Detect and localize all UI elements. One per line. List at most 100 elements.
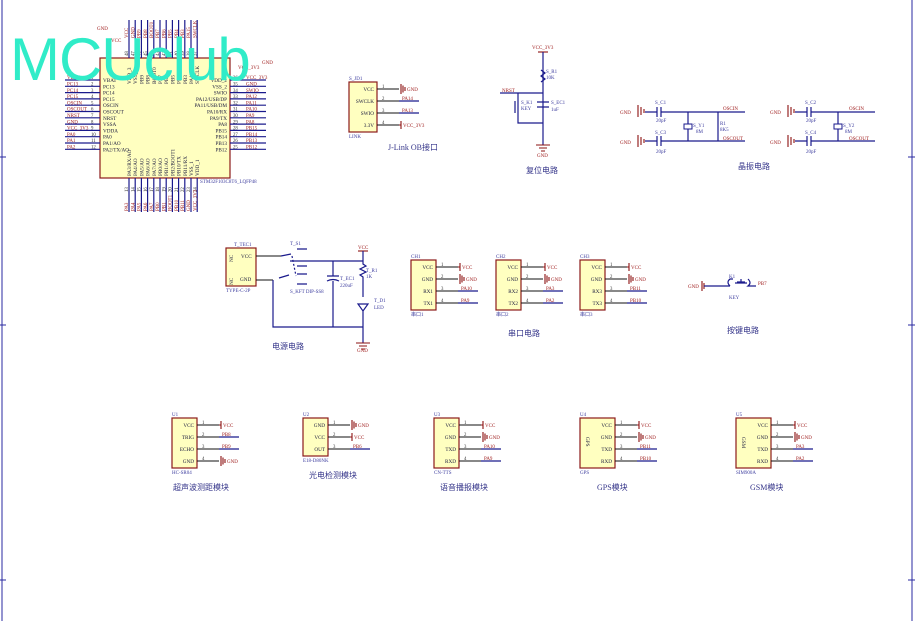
net-label: PA5 bbox=[138, 202, 143, 211]
net-label: PA6 bbox=[144, 202, 149, 211]
module-caption: GSM模块 bbox=[750, 482, 783, 492]
xtal-y1: S_Y1 bbox=[693, 124, 705, 129]
pin-name: PA5/AO bbox=[139, 158, 145, 176]
power-flag-icon bbox=[458, 263, 461, 271]
pin-name: GND bbox=[183, 459, 194, 465]
net-label: PA7 bbox=[150, 202, 155, 211]
pin-number: 19 bbox=[162, 187, 167, 192]
pin-number: 4 bbox=[776, 457, 779, 462]
pin-number: 26 bbox=[233, 139, 238, 144]
pin-number: 37 bbox=[193, 51, 198, 56]
power-flag-icon bbox=[399, 121, 402, 129]
xtal-c1: S_C1 bbox=[655, 101, 667, 106]
ground-icon bbox=[794, 432, 800, 442]
pin-number: 4 bbox=[202, 457, 205, 462]
xtal-gnd-1: GND bbox=[620, 111, 631, 116]
reset-caption: 复位电路 bbox=[526, 165, 558, 175]
pin-name: PB12 bbox=[215, 147, 227, 153]
net-label: PA15 bbox=[187, 27, 192, 38]
net-label: PB3 bbox=[181, 29, 186, 38]
pin-number: 2 bbox=[526, 275, 529, 280]
net-label: PB11 bbox=[181, 200, 186, 211]
net-label: VCC bbox=[641, 424, 652, 429]
net-label: PA11 bbox=[246, 101, 257, 106]
net-label: PB7 bbox=[156, 29, 161, 38]
pin-name: PC13 bbox=[103, 84, 115, 90]
ground-icon bbox=[482, 432, 488, 442]
pin-number: 3 bbox=[333, 445, 336, 450]
net-label: PA10 bbox=[461, 287, 472, 292]
net-label: PA13 bbox=[402, 109, 413, 114]
module-ref: U4 bbox=[580, 413, 587, 418]
pin-name: TXD bbox=[445, 447, 456, 453]
pin-name: PB1/AO bbox=[164, 158, 170, 176]
pin-name: TRIG bbox=[182, 435, 194, 441]
power-nc-1: NC bbox=[229, 254, 235, 262]
module-footprint: GPS bbox=[580, 471, 589, 476]
net-label: PB14 bbox=[246, 133, 258, 138]
module-footprint: LINK bbox=[349, 135, 361, 140]
power-led-ref: T_D1 bbox=[374, 299, 386, 304]
pin-name: PB4 bbox=[177, 75, 183, 84]
power-flag-icon bbox=[219, 421, 222, 429]
net-label: PB10 bbox=[630, 299, 642, 304]
net-label: PB15 bbox=[246, 127, 258, 132]
net-label: GND bbox=[358, 424, 369, 429]
net-label: PA3 bbox=[796, 445, 805, 450]
pin-number: 12 bbox=[91, 146, 96, 151]
net-label: BOOT0 bbox=[150, 21, 155, 38]
power-c-val: 220uF bbox=[340, 284, 353, 289]
pin-name: PB0/AO bbox=[158, 158, 164, 176]
net-label: VCC bbox=[485, 424, 496, 429]
pin-number: 1 bbox=[202, 421, 205, 426]
pin-number: 1 bbox=[464, 421, 467, 426]
pin-number: 2 bbox=[776, 433, 779, 438]
net-label: VCC bbox=[223, 424, 234, 429]
pin-name: OSCIN bbox=[103, 103, 119, 109]
module-inner-label: GPS bbox=[584, 437, 590, 447]
net-label: PB4 bbox=[175, 29, 180, 38]
pin-name: TX3 bbox=[592, 301, 602, 307]
module-body bbox=[579, 417, 616, 469]
module-caption: J-Link OB接口 bbox=[388, 142, 438, 152]
reset-k-val: KEY bbox=[521, 107, 532, 112]
pin-number: 28 bbox=[233, 127, 238, 132]
pin-number: 39 bbox=[181, 51, 186, 56]
pin-name: SWCLK bbox=[356, 99, 374, 105]
xtal-y2: S_Y2 bbox=[843, 124, 855, 129]
pin-name: VCC bbox=[363, 87, 374, 93]
net-label: PB11 bbox=[630, 287, 641, 292]
pin-number: 36 bbox=[233, 76, 238, 81]
xtal-gnd-4: GND bbox=[770, 141, 781, 146]
pin-number: 1 bbox=[333, 421, 336, 426]
module-body bbox=[171, 417, 198, 469]
pin-number: 17 bbox=[150, 187, 155, 192]
ground-icon bbox=[400, 84, 406, 94]
net-label: VCC bbox=[547, 266, 558, 271]
ground-icon bbox=[459, 274, 465, 284]
pin-name: PA4/AO bbox=[133, 158, 139, 176]
pin-name: TX2 bbox=[508, 301, 518, 307]
pin-name: VDDA bbox=[103, 128, 118, 134]
pin-name: GND bbox=[507, 277, 518, 283]
module-footprint: 串口3 bbox=[580, 312, 593, 318]
net-label: GND bbox=[551, 278, 562, 283]
key-caption: 按键电路 bbox=[727, 325, 759, 335]
xtal-c3-val: 20pF bbox=[656, 150, 667, 155]
pin-number: 16 bbox=[144, 187, 149, 192]
net-label: PA3 bbox=[546, 287, 555, 292]
net-label: PA3 bbox=[125, 202, 130, 211]
net-label: PA2 bbox=[546, 299, 555, 304]
net-label: GND bbox=[187, 200, 192, 211]
module-footprint: 串口2 bbox=[496, 312, 509, 318]
xtal-c4-val: 20pF bbox=[806, 150, 817, 155]
net-label: PA9 bbox=[484, 457, 493, 462]
net-label: PB5 bbox=[169, 29, 174, 38]
reset-c-ref: S_EC1 bbox=[551, 101, 566, 106]
net-label: GND bbox=[635, 278, 646, 283]
pin-number: 30 bbox=[233, 114, 238, 119]
reset-gnd-label: GND bbox=[537, 154, 548, 159]
power-foot: TYPE-C-2P bbox=[226, 289, 251, 294]
pin-name: PB10/TX bbox=[177, 156, 183, 176]
